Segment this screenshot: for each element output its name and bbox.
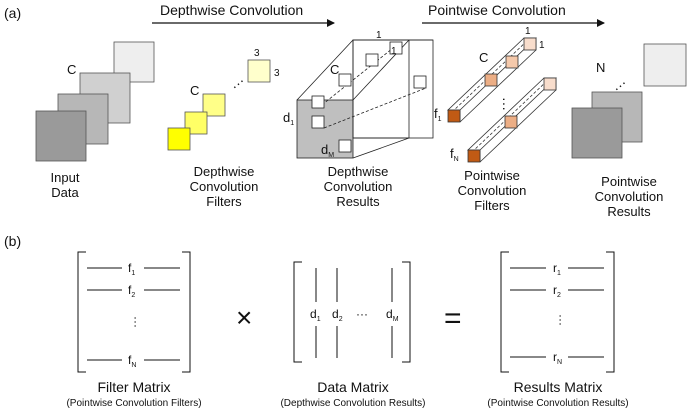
pw-filter-f1 [446, 37, 538, 123]
pw-filter-one-a: 1 [525, 26, 531, 37]
dw-filter [202, 93, 226, 117]
results-matrix-left-bracket [500, 251, 509, 373]
dw-filters-caption-line2: Convolution [190, 179, 259, 194]
filter-matrix [77, 251, 191, 373]
filter-row-vertical-ellipsis: ··· [129, 316, 143, 328]
dw-pixel-cube [365, 53, 379, 67]
dw-filter-size-h: 3 [274, 68, 280, 79]
pw-cube [523, 37, 537, 51]
input-caption-line1: Input [51, 170, 80, 185]
dw-filters-caption-line3: Filters [206, 194, 242, 209]
depthwise-arrow: Depthwise Convolution [152, 2, 335, 27]
dw-result-channel-label: C [330, 62, 339, 77]
input-channel-label: C [67, 62, 76, 77]
filter-row-2: f2 [128, 283, 135, 299]
pw-filter-channel-label: C [479, 50, 488, 65]
input-channel-front [35, 110, 87, 162]
dw-result-back-face [352, 39, 410, 139]
pw-filter-one-b: 1 [539, 40, 545, 51]
part-b-tag: (b) [4, 233, 21, 249]
pw-cube [484, 73, 498, 87]
equals-symbol: = [444, 302, 462, 335]
pointwise-arrow-label: Pointwise Convolution [428, 2, 566, 18]
filter-matrix-title: Filter Matrix [97, 379, 170, 395]
filter-row-1: f1 [128, 261, 135, 277]
input-data-stack: C Input Data [35, 41, 155, 200]
results-row-2: r2 [553, 283, 561, 299]
times-symbol: × [236, 302, 252, 333]
data-matrix-title: Data Matrix [317, 379, 389, 395]
part-a-tag: (a) [4, 5, 21, 21]
dw-pixel-cube [338, 73, 352, 87]
dw-pixel-cube-last [338, 139, 352, 153]
data-matrix [293, 261, 411, 363]
data-col-last: dM [386, 307, 399, 323]
dw-result-one-b: 1 [391, 46, 397, 57]
dw-pixel-cube-right [413, 75, 427, 89]
data-col-1: d1 [310, 307, 321, 323]
results-row-1: r1 [553, 261, 561, 277]
pw-result-channel-label: N [596, 60, 605, 75]
data-col-2: d2 [332, 307, 343, 323]
pw-cube [543, 77, 557, 91]
input-caption-line2: Data [51, 185, 79, 200]
pw-result-channel-back [643, 43, 687, 87]
dw-results-caption-line3: Results [336, 194, 380, 209]
dw-results-caption-line1: Depthwise [328, 164, 389, 179]
pw-results-caption-line2: Convolution [595, 189, 664, 204]
results-row-vertical-ellipsis: ··· [554, 314, 568, 326]
dw-filters-caption-line1: Depthwise [194, 164, 255, 179]
results-matrix-right-bracket [606, 251, 615, 373]
dw-filter-ellipsis: ··· [227, 73, 248, 94]
filter-matrix-left-bracket [77, 251, 86, 373]
dw-filter-front [167, 127, 191, 151]
pointwise-filters [446, 37, 558, 163]
dw-result-d-last: dM [321, 142, 334, 159]
pointwise-results-stack: ··· N Pointwise Convolution Results [571, 43, 687, 219]
data-matrix-subtitle: (Depthwise Convolution Results) [280, 398, 425, 409]
pw-filter-fN [466, 77, 558, 163]
results-matrix-title: Results Matrix [514, 379, 603, 395]
dw-filter-channel-label: C [190, 83, 199, 98]
pw-filters-caption-line3: Filters [474, 198, 510, 213]
input-channel-back [113, 41, 155, 83]
depthwise-results-block [296, 39, 434, 159]
pw-filter-f-last: fN [450, 146, 459, 163]
pw-filter-vertical-ellipsis: ··· [497, 97, 513, 111]
depthwise-filters: ··· 3 3 C Depthwise Convolution Filters [167, 48, 280, 209]
filter-row-last: fN [128, 353, 136, 369]
dw-result-d-first: d1 [283, 110, 294, 127]
filter-matrix-subtitle: (Pointwise Convolution Filters) [66, 398, 201, 409]
data-col-ellipsis: ··· [356, 307, 368, 321]
results-row-last: rN [553, 350, 562, 366]
pw-results-caption-line1: Pointwise [601, 174, 657, 189]
dw-filter-back [247, 59, 271, 83]
pw-filters-caption-line2: Convolution [458, 183, 527, 198]
pw-cube-front [467, 149, 481, 163]
pw-result-channel-front [571, 107, 623, 159]
depthwise-arrow-label: Depthwise Convolution [160, 2, 303, 18]
dw-filter [184, 111, 208, 135]
pw-results-caption-line3: Results [607, 204, 651, 219]
pw-filters-caption-line1: Pointwise [464, 168, 520, 183]
data-matrix-left-bracket [293, 261, 302, 363]
results-matrix-subtitle: (Pointwise Convolution Results) [487, 398, 628, 409]
pointwise-arrow: Pointwise Convolution [422, 2, 605, 27]
pw-cube-front [447, 109, 461, 123]
dw-pixel-cube [311, 95, 325, 109]
filter-matrix-right-bracket [182, 251, 191, 373]
data-matrix-right-bracket [402, 261, 411, 363]
dw-result-one-a: 1 [376, 30, 382, 41]
pw-cube [505, 55, 519, 69]
dw-filter-size-w: 3 [254, 48, 260, 59]
dw-pixel-cube-front [311, 115, 325, 129]
dw-pixel-cube-top [389, 41, 403, 55]
pw-cube [504, 115, 518, 129]
results-matrix [500, 251, 615, 373]
dw-results-caption-line2: Convolution [324, 179, 393, 194]
pw-filter-f-first: f1 [434, 106, 442, 123]
